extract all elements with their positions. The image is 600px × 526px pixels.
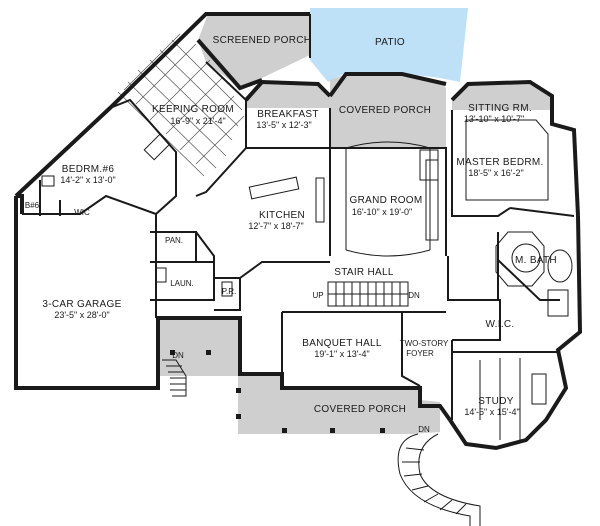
front-stair-dn-label: DN [418, 425, 430, 434]
south-front-wall [14, 196, 452, 422]
wet-bar [419, 149, 439, 181]
garage-dim: 23'-5" x 28'-0" [54, 310, 109, 320]
shower [547, 289, 569, 317]
wic6-label: WIC [74, 208, 90, 217]
banquet-hall-label: BANQUET HALL [302, 338, 382, 349]
wic-label: W.I.C. [485, 319, 514, 330]
pantry-label: PAN. [165, 236, 183, 245]
stair-down-label: DN [408, 291, 420, 300]
screened-porch-label: SCREENED PORCH [213, 35, 312, 46]
garage-stair-dn-label: DN [172, 351, 184, 360]
bath6-label: B#6 [25, 201, 40, 210]
garage-side-stair [162, 359, 187, 397]
bedroom6-dim: 14'-2" x 13'-0" [60, 175, 115, 185]
covered-porch-top-label: COVERED PORCH [339, 105, 431, 116]
keeping-room-dim: 16'-9" x 21'-4" [170, 116, 225, 126]
tile-grid [117, 33, 245, 177]
keeping-room-label: KEEPING ROOM [152, 104, 234, 115]
kitchen-counter [315, 177, 325, 223]
keeping-room-fireplace [143, 133, 171, 161]
master-bath-label: M. BATH [515, 255, 557, 266]
patio-label: PATIO [375, 37, 405, 48]
room-labels: SCREENED PORCH PATIO KEEPING ROOM 16'-9"… [25, 35, 557, 434]
covered-porch-bottom-fill [158, 318, 440, 434]
breakfast-label: BREAKFAST [257, 109, 319, 120]
porch-columns [170, 350, 385, 433]
main-stair [327, 281, 409, 307]
bedroom6-label: BEDRM.#6 [62, 164, 115, 175]
sitting-bay-wall [450, 79, 580, 217]
fixtures [41, 119, 573, 440]
garage-west-wall [16, 194, 24, 214]
garage-label: 3-CAR GARAGE [42, 299, 121, 310]
exterior-walls [14, 12, 583, 451]
laundry-label: LAUN. [170, 279, 194, 288]
sitting-bay-fill [452, 82, 552, 110]
sitting-room-dim: 13'-10" x 10'-7" [464, 114, 524, 124]
study-label: STUDY [478, 396, 513, 407]
kitchen-island [248, 176, 300, 200]
covered-porch-bottom-label: COVERED PORCH [314, 404, 406, 415]
master-tub [547, 249, 573, 283]
stair-up-label: UP [312, 291, 323, 300]
fireplace [425, 159, 439, 241]
covered-porch-top-fill [330, 74, 446, 148]
study-dim: 14'-5" x 15'-4" [464, 407, 519, 417]
breakfast-bay-wall [244, 79, 332, 102]
bath6-sink [41, 175, 55, 187]
foyer-label-line1: TWO-STORY [400, 339, 449, 348]
laundry-washer [155, 267, 167, 283]
master-tray-ceiling [465, 119, 549, 201]
east-wall [448, 215, 583, 451]
foyer-label-line2: FOYER [406, 349, 434, 358]
kitchen-label: KITCHEN [259, 210, 305, 221]
powder-label: P.R. [222, 287, 237, 296]
patio-fill [310, 8, 468, 82]
breakfast-bay-fill [246, 82, 330, 108]
study-cabinet [531, 373, 547, 405]
banquet-hall-dim: 19'-1" x 13'-4" [314, 349, 369, 359]
covered-porch-top-wall [328, 72, 447, 98]
master-bedroom-dim: 18'-5" x 16'-2" [468, 168, 523, 178]
grand-room-label: GRAND ROOM [350, 195, 423, 206]
jacuzzi [511, 243, 541, 273]
powder-toilet [221, 281, 233, 297]
grand-room-arch-bottom [345, 249, 431, 257]
kitchen-dim: 12'-7" x 18'-7" [248, 221, 303, 231]
grand-room-arch-top [345, 141, 431, 149]
grand-room-dim: 16'-10" x 19'-0" [352, 207, 412, 217]
interior-walls [22, 61, 575, 420]
screened-porch-fill [198, 14, 310, 88]
master-bedroom-label: MASTER BEDRM. [456, 157, 543, 168]
stair-hall-label: STAIR HALL [334, 267, 394, 278]
tub-surround [495, 231, 545, 287]
front-curved-stair [397, 433, 481, 526]
sitting-room-label: SITTING RM. [468, 103, 532, 114]
breakfast-dim: 13'-5" x 12'-3" [256, 120, 311, 130]
north-west-wall [14, 12, 310, 198]
